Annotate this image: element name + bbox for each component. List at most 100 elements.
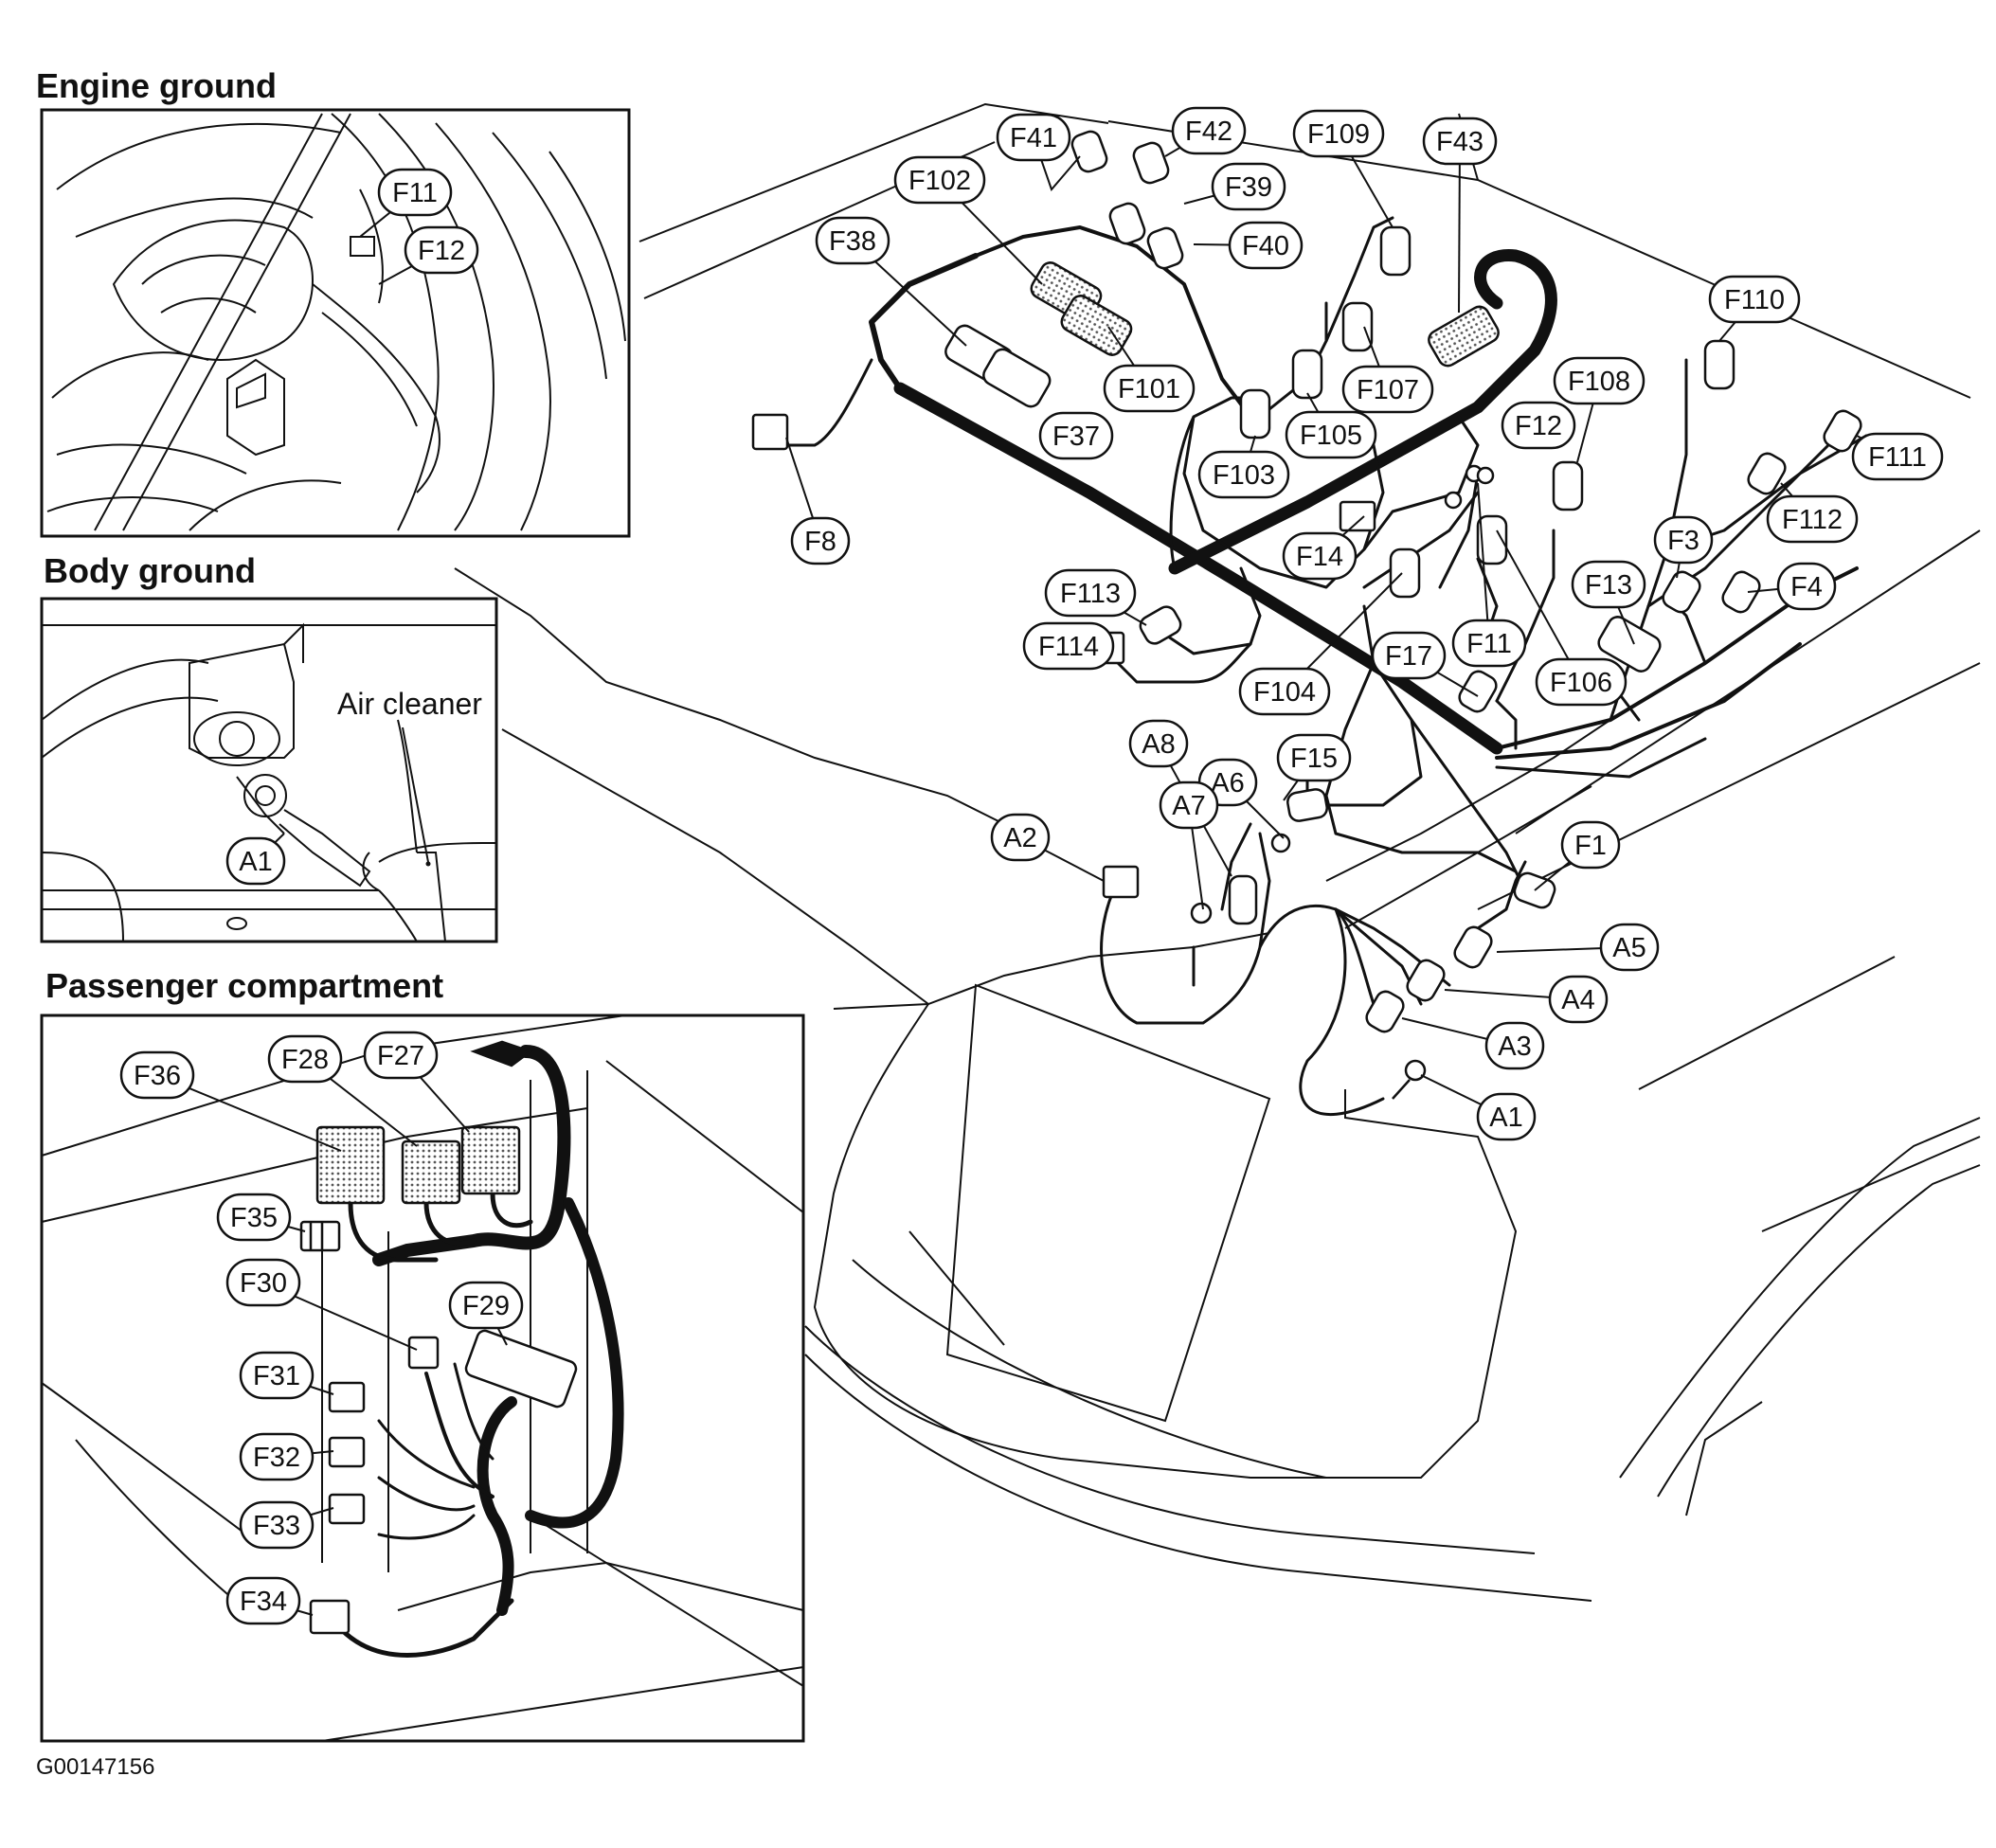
connector-callout-f27: F27 (363, 1031, 439, 1080)
connector-label: A5 (1612, 933, 1645, 963)
connector-callout-f39: F39 (1211, 162, 1286, 211)
connector-label: F12 (1515, 411, 1562, 441)
connector-callout-f8: F8 (790, 516, 851, 565)
connector-label: A3 (1498, 1032, 1531, 1062)
connector-label: F34 (240, 1587, 287, 1617)
connector-label: A1 (1489, 1103, 1522, 1133)
connector-callout-a8: A8 (1128, 719, 1189, 768)
connector-callout-f40: F40 (1228, 221, 1304, 270)
connector-label: F36 (134, 1061, 181, 1091)
air-cleaner-label: Air cleaner (337, 687, 482, 721)
passenger-compartment-inset (40, 1014, 805, 1743)
connector-label: F105 (1300, 421, 1362, 451)
connector-callout-f11: F11 (1451, 619, 1527, 668)
connector-label: F11 (1466, 629, 1512, 659)
connector-callout-f31: F31 (239, 1351, 315, 1400)
connector-callout-f42: F42 (1171, 106, 1247, 155)
connector-label: F114 (1038, 632, 1099, 662)
passenger-compartment-heading: Passenger compartment (45, 966, 444, 1005)
compartment-connectors (299, 1040, 578, 1635)
connector-callout-f36: F36 (119, 1050, 195, 1100)
connector-callout-f102: F102 (893, 155, 986, 205)
connector-label: F11 (392, 178, 438, 208)
body-ground-inset (40, 597, 498, 943)
connector-callout-a1: A1 (1476, 1092, 1537, 1141)
connector-callout-f112: F112 (1766, 494, 1859, 544)
connector-callout-f101: F101 (1103, 364, 1196, 413)
connector-label: F113 (1060, 579, 1121, 609)
connector-callout-f4: F4 (1776, 562, 1837, 611)
connector-callout-f114: F114 (1022, 621, 1115, 671)
connector-callout-f106: F106 (1535, 657, 1627, 707)
connector-label: F38 (829, 226, 876, 257)
connector-callout-f14: F14 (1282, 531, 1358, 581)
connector-label: F107 (1357, 375, 1419, 405)
connector-label: F39 (1225, 172, 1272, 203)
engine-bay-connectors (751, 130, 1862, 1100)
body-ground-heading: Body ground (44, 551, 256, 590)
connector-label: F13 (1585, 570, 1632, 601)
connector-label: F101 (1118, 374, 1180, 404)
connector-callout-f38: F38 (815, 216, 890, 265)
connector-callout-a3: A3 (1484, 1021, 1545, 1070)
connector-label: F15 (1290, 744, 1338, 774)
connector-label: F27 (377, 1041, 424, 1071)
connector-callout-f28: F28 (267, 1034, 343, 1084)
connector-label: F35 (230, 1203, 278, 1233)
connector-label: F17 (1385, 641, 1432, 672)
leader-f11 (1477, 482, 1490, 644)
connector-label: F31 (253, 1361, 300, 1391)
connector-label: F106 (1550, 668, 1612, 698)
connector-label: F102 (908, 166, 971, 196)
connector-label: F42 (1185, 117, 1232, 147)
figure-id: G00147156 (36, 1754, 155, 1780)
connector-label: F3 (1667, 526, 1699, 556)
connector-callout-f13: F13 (1571, 560, 1646, 609)
connector-callout-f113: F113 (1044, 568, 1137, 618)
connector-callout-f12: F12 (1501, 401, 1576, 450)
connector-label: F104 (1253, 677, 1316, 708)
leader-f106 (1496, 529, 1582, 683)
connector-callout-f30: F30 (225, 1258, 301, 1307)
connector-callout-f32: F32 (239, 1432, 315, 1481)
connector-callout-f35: F35 (216, 1193, 292, 1242)
connector-callout-f1: F1 (1560, 820, 1621, 870)
connector-label: F33 (253, 1511, 300, 1541)
connector-label: F37 (1052, 422, 1100, 452)
connector-label: F14 (1296, 542, 1343, 572)
connector-label: F29 (462, 1291, 510, 1321)
connector-callout-a4: A4 (1548, 975, 1609, 1024)
body-harness (1100, 822, 1527, 1117)
connector-callout-f105: F105 (1285, 410, 1377, 459)
connector-callout-f111: F111 (1851, 432, 1944, 481)
connector-callout-f3: F3 (1653, 515, 1714, 565)
connector-callout-f110: F110 (1708, 275, 1801, 324)
engine-ground-inset (40, 108, 631, 538)
connector-callout-f33: F33 (239, 1500, 315, 1550)
connector-label: F12 (418, 236, 465, 266)
connector-label: F110 (1724, 285, 1785, 315)
connector-label: F41 (1010, 123, 1057, 153)
connector-callout-f108: F108 (1553, 356, 1645, 405)
leader-f43 (1458, 140, 1461, 314)
connector-callout-f12: F12 (404, 225, 479, 275)
connector-callout-f109: F109 (1292, 109, 1385, 158)
connector-callout-f17: F17 (1371, 631, 1447, 680)
connector-callout-f107: F107 (1341, 365, 1434, 414)
connector-label: F112 (1782, 505, 1843, 535)
connector-label: A4 (1561, 985, 1594, 1015)
connector-label: F109 (1307, 119, 1370, 150)
connector-callout-f11: F11 (377, 168, 453, 217)
connector-callout-a1: A1 (225, 836, 286, 886)
air-cleaner-leader (402, 727, 429, 863)
connector-label: F30 (240, 1268, 287, 1299)
connector-label: A8 (1142, 729, 1175, 760)
connector-callout-f15: F15 (1276, 733, 1352, 782)
connector-callout-a5: A5 (1599, 923, 1660, 972)
connector-label: F28 (281, 1045, 329, 1075)
connector-callout-f29: F29 (448, 1281, 524, 1330)
connector-label: F43 (1436, 127, 1484, 157)
